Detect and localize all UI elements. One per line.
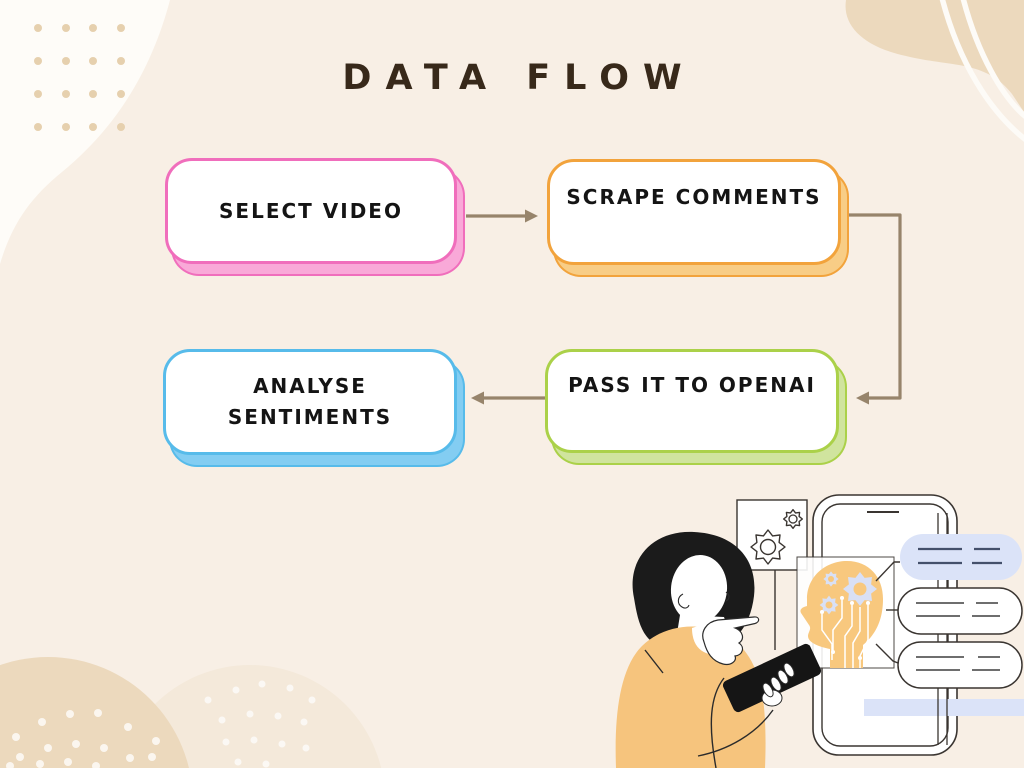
chat-bubbles — [864, 513, 1024, 745]
bottom-left-white-dots — [6, 709, 160, 768]
bottom-left-faint-dots — [204, 680, 316, 768]
chat-bubble-outline — [897, 641, 1023, 689]
face — [670, 555, 728, 623]
arm-outlines — [644, 649, 774, 768]
white-arc-line — [960, 0, 1024, 119]
top-left-white-blob — [0, 0, 170, 264]
text-lines — [916, 602, 1000, 617]
chat-bubble-outline — [897, 587, 1023, 635]
flow-node-select-video: SELECT VIDEO — [165, 158, 457, 264]
bottom-left-blobs — [0, 657, 382, 768]
flow-node-analyse-sentiments: ANALYSE SENTIMENTS — [163, 349, 457, 455]
top-right-tan-blob — [845, 0, 1024, 142]
gears-panel-icon — [736, 499, 808, 650]
bubble-connector-lines — [937, 688, 948, 745]
gear-icon — [750, 529, 786, 565]
woman-with-tablet — [615, 531, 822, 768]
page-title: DATA FLOW — [342, 58, 696, 98]
panel-connector-lines — [875, 561, 900, 664]
flow-node-label: ANALYSE SENTIMENTS — [227, 374, 393, 429]
ai-head-panel — [796, 556, 900, 669]
text-lines — [918, 547, 1002, 565]
text-lines — [916, 656, 1000, 671]
chat-bubble-filled — [900, 534, 1022, 580]
bubble-connector-lines — [937, 513, 948, 642]
flow-node-label: SCRAPE COMMENTS — [566, 185, 822, 209]
brain-gear-icon — [819, 571, 877, 615]
flow-node-pass-it-to-openai: PASS IT TO OPENAI — [545, 349, 839, 453]
top-left-dot-grid — [34, 24, 125, 131]
flow-node-label: SELECT VIDEO — [219, 198, 403, 223]
lavender-bar — [864, 699, 1024, 716]
flow-node-label: PASS IT TO OPENAI — [568, 373, 816, 397]
flow-node-scrape-comments: SCRAPE COMMENTS — [547, 159, 841, 265]
holding-fingers — [761, 662, 795, 707]
pointing-hand — [702, 616, 760, 666]
white-arc-line — [939, 0, 1024, 142]
gear-icon — [782, 508, 804, 530]
circuit-dots — [820, 596, 870, 660]
ai-head-icon — [800, 561, 883, 668]
